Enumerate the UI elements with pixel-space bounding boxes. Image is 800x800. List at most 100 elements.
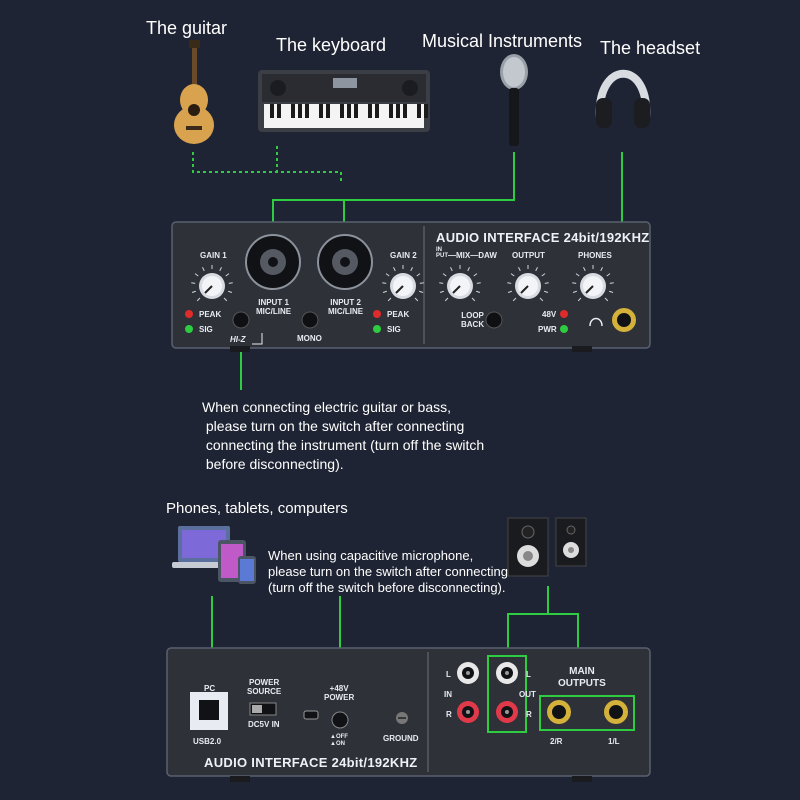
peak-label-2: PEAK: [387, 310, 410, 319]
power-source-switch[interactable]: [249, 702, 277, 716]
black-key: [298, 104, 302, 118]
out1l-label: 1/L: [608, 737, 620, 746]
label-48v: 48V: [542, 310, 557, 319]
back-panel: [166, 647, 651, 782]
front-panel-title: AUDIO INTERFACE 24bit/192KHZ: [436, 230, 650, 245]
input1-label: INPUT 1 MIC/LINE: [256, 298, 292, 316]
peak-label-1: PEAK: [199, 310, 222, 319]
main-output-2r-jack[interactable]: [547, 700, 571, 724]
loopback-button[interactable]: [485, 311, 503, 329]
microphone-icon: [500, 54, 528, 146]
rca-out-label: OUT: [519, 690, 536, 699]
black-key: [277, 104, 281, 118]
speaker-right-icon: [555, 517, 587, 567]
gain2-knob[interactable]: [382, 265, 424, 302]
sig-label-1: SIG: [199, 325, 213, 334]
gain1-label: GAIN 1: [200, 251, 227, 260]
pwr-label: PWR: [538, 325, 557, 334]
mix-knob[interactable]: [439, 265, 481, 302]
keyboard-label: The keyboard: [276, 35, 387, 55]
black-key: [424, 104, 428, 118]
hiz-label: HI-Z: [230, 335, 246, 344]
black-key: [403, 104, 407, 118]
rca-out-r-label: R: [526, 710, 532, 719]
power48-switch[interactable]: [331, 711, 349, 729]
rca-in-l-label: L: [446, 670, 451, 679]
keyboard-icon: [258, 70, 430, 132]
ground-label: GROUND: [383, 734, 419, 743]
power-source-label: POWER SOURCE: [247, 678, 282, 696]
output-knob[interactable]: [507, 265, 549, 302]
headset-icon: [595, 69, 651, 128]
phantom-note: When using capacitive microphone, please…: [268, 548, 508, 595]
input-2-jack[interactable]: [317, 234, 373, 290]
loopback-label: LOOP BACK: [461, 311, 485, 329]
ground-screw-icon[interactable]: [396, 712, 408, 724]
rca-in-label: IN: [444, 690, 452, 699]
phones-label: PHONES: [578, 251, 612, 260]
input-1-jack[interactable]: [245, 234, 301, 290]
headphone-icon: [589, 317, 603, 327]
rca-in-r-label: R: [446, 710, 452, 719]
black-key: [340, 104, 344, 118]
rca-out-l-jack[interactable]: [496, 662, 518, 684]
black-key: [354, 104, 358, 118]
hiz-note: When connecting electric guitar or bass,…: [202, 399, 485, 472]
led-pwr: [560, 325, 568, 333]
on-label: ▲ON: [330, 741, 345, 747]
peak-led-2: [373, 310, 381, 318]
headset-label: The headset: [600, 38, 701, 58]
phones-knob[interactable]: [572, 265, 614, 302]
back-panel-title: AUDIO INTERFACE 24bit/192KHZ: [204, 755, 418, 770]
main-outputs-highlight: [539, 695, 635, 731]
usb-port[interactable]: [190, 692, 228, 730]
phones-jack[interactable]: [612, 308, 636, 332]
rca-out-highlight: [487, 655, 527, 733]
gain2-label: GAIN 2: [390, 251, 417, 260]
phone-icon: [238, 556, 256, 584]
hiz-bracket: [252, 333, 263, 345]
rca-in-l-jack[interactable]: [457, 662, 479, 684]
black-key: [417, 104, 421, 118]
sig-led-1: [185, 325, 193, 333]
out2r-label: 2/R: [550, 737, 563, 746]
output-label: OUTPUT: [512, 251, 545, 260]
usb-label: USB2.0: [193, 737, 222, 746]
guitar-label: The guitar: [146, 18, 228, 38]
dc5v-port[interactable]: [303, 710, 319, 720]
devices-label: Phones, tablets, computers: [166, 500, 348, 517]
rca-out-l-label: L: [526, 670, 531, 679]
led-48v: [560, 310, 568, 318]
black-key: [389, 104, 393, 118]
black-key: [375, 104, 379, 118]
mono-label: MONO: [297, 334, 322, 343]
black-key: [396, 104, 400, 118]
rca-in-r-jack[interactable]: [457, 701, 479, 723]
input2-label: INPUT 2 MIC/LINE: [328, 298, 364, 316]
sig-led-2: [373, 325, 381, 333]
pc-label: PC: [204, 684, 216, 693]
sig-label-2: SIG: [387, 325, 401, 334]
dc5v-label: DC5V IN: [248, 720, 280, 729]
off-label: ▲OFF: [330, 734, 348, 740]
black-key: [319, 104, 323, 118]
main-outputs-label: MAIN OUTPUTS: [558, 666, 606, 689]
input-small-label: IN PUT: [436, 247, 448, 259]
black-key: [291, 104, 295, 118]
instruments-label: Musical Instruments: [422, 31, 583, 51]
main-output-1l-jack[interactable]: [604, 700, 628, 724]
black-key: [347, 104, 351, 118]
mono-button[interactable]: [301, 311, 319, 329]
black-key: [326, 104, 330, 118]
black-key: [270, 104, 274, 118]
rca-out-r-jack[interactable]: [496, 701, 518, 723]
mix-label: —MIX—DAW: [448, 251, 497, 260]
laptop-icon: [172, 526, 236, 568]
hiz-button[interactable]: [232, 311, 250, 329]
guitar-icon: [174, 40, 214, 144]
peak-led-1: [185, 310, 193, 318]
speaker-left-icon: [507, 517, 549, 577]
black-key: [368, 104, 372, 118]
gain1-knob[interactable]: [191, 265, 233, 302]
